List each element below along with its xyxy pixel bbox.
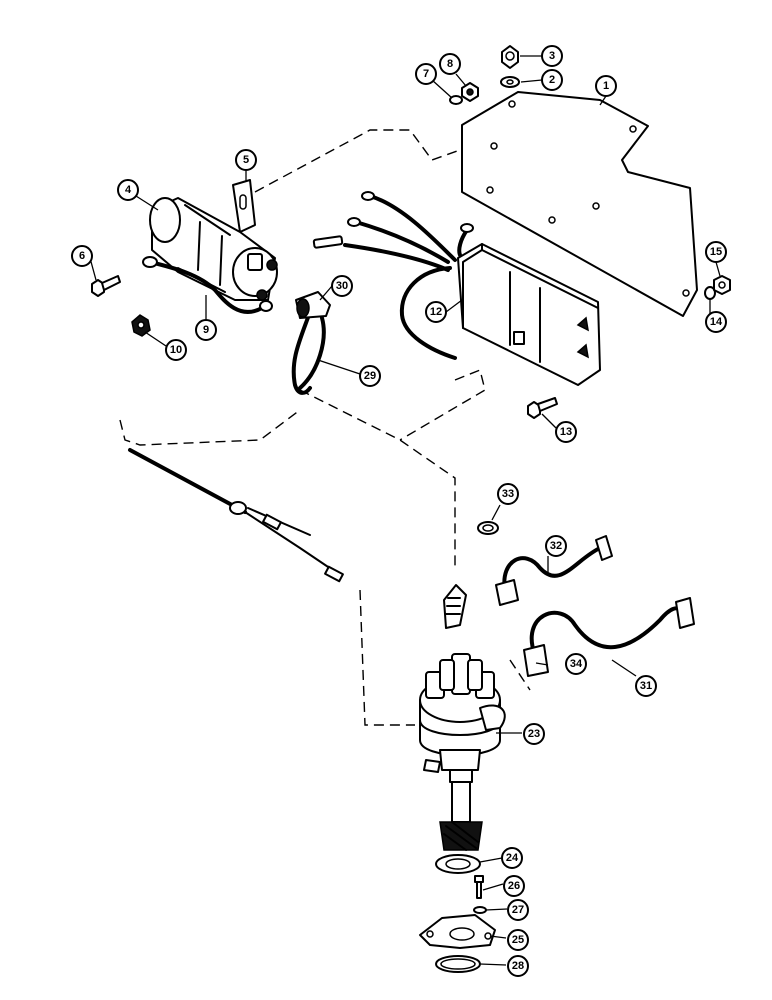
callout-31: 31 [635,675,657,697]
svg-text:25: 25 [512,934,524,946]
svg-text:30: 30 [336,280,348,292]
callout-32: 32 [545,535,567,557]
callout-1: 1 [595,75,617,97]
harness-29 [291,291,331,395]
washer-7 [449,95,463,105]
mounting-bracket [461,91,698,317]
callouts: 1 2 3 4 5 6 7 8 9 10 12 13 14 15 23 24 2… [71,45,727,977]
wire-clip-10 [131,314,151,337]
svg-text:13: 13 [560,426,572,438]
callout-12: 12 [425,301,447,323]
svg-text:29: 29 [364,370,376,382]
callout-3: 3 [541,45,563,67]
svg-text:27: 27 [512,904,524,916]
callout-leaders [89,55,721,966]
svg-text:12: 12 [430,306,442,318]
svg-text:33: 33 [502,488,514,500]
svg-text:15: 15 [710,246,722,258]
coil-lead-wire [142,256,273,314]
washer-27 [473,906,487,914]
callout-33: 33 [497,483,519,505]
svg-text:3: 3 [549,50,555,62]
ignition-module [457,243,601,386]
distributor [419,653,506,851]
callout-26: 26 [503,875,525,897]
svg-text:2: 2 [549,74,555,86]
nut-3 [501,45,519,69]
svg-text:28: 28 [512,960,524,972]
callout-7: 7 [415,63,437,85]
svg-text:8: 8 [447,58,453,70]
callout-14: 14 [705,311,727,333]
svg-text:4: 4 [125,184,132,196]
callout-25: 25 [507,929,529,951]
tach-lead [128,448,344,583]
bolt-6 [91,275,121,297]
nut-15 [713,275,731,295]
callout-6: 6 [71,245,93,267]
svg-text:9: 9 [203,324,209,336]
o-ring-28 [435,955,481,973]
callout-2: 2 [541,69,563,91]
svg-text:34: 34 [570,658,583,670]
svg-text:6: 6 [79,250,85,262]
callout-15: 15 [705,241,727,263]
svg-text:31: 31 [640,680,652,692]
bolt-26 [474,875,484,899]
bolt-13 [527,397,558,419]
dashed-guide-lines [119,129,531,726]
callout-24: 24 [501,847,523,869]
svg-text:26: 26 [508,880,520,892]
callout-13: 13 [555,421,577,443]
callout-28: 28 [507,955,529,977]
svg-text:5: 5 [243,154,249,166]
plug-wire-31 [523,597,695,677]
washer-2 [500,76,520,88]
svg-text:1: 1 [603,80,609,92]
callout-10: 10 [165,339,187,361]
connector-30 [312,235,344,249]
ignition-coil [149,197,278,301]
coil-bracket [232,179,256,233]
svg-text:14: 14 [710,316,723,328]
callout-4: 4 [117,179,139,201]
callout-8: 8 [439,53,461,75]
module-wires [343,191,474,360]
center-terminal-boot [443,584,467,629]
plug-wire-32 [495,535,613,606]
callout-30: 30 [331,275,353,297]
callout-5: 5 [235,149,257,171]
svg-text:10: 10 [170,344,182,356]
svg-text:7: 7 [423,68,429,80]
callout-27: 27 [507,899,529,921]
clamp-25 [419,914,496,949]
svg-text:24: 24 [506,852,519,864]
seal-24 [435,854,481,874]
callout-23: 23 [523,723,545,745]
callout-29: 29 [359,365,381,387]
callout-34: 34 [565,653,587,675]
svg-text:32: 32 [550,540,562,552]
callout-9: 9 [195,319,217,341]
svg-text:23: 23 [528,728,540,740]
nut-8 [461,82,479,102]
o-ring-33 [477,521,499,535]
